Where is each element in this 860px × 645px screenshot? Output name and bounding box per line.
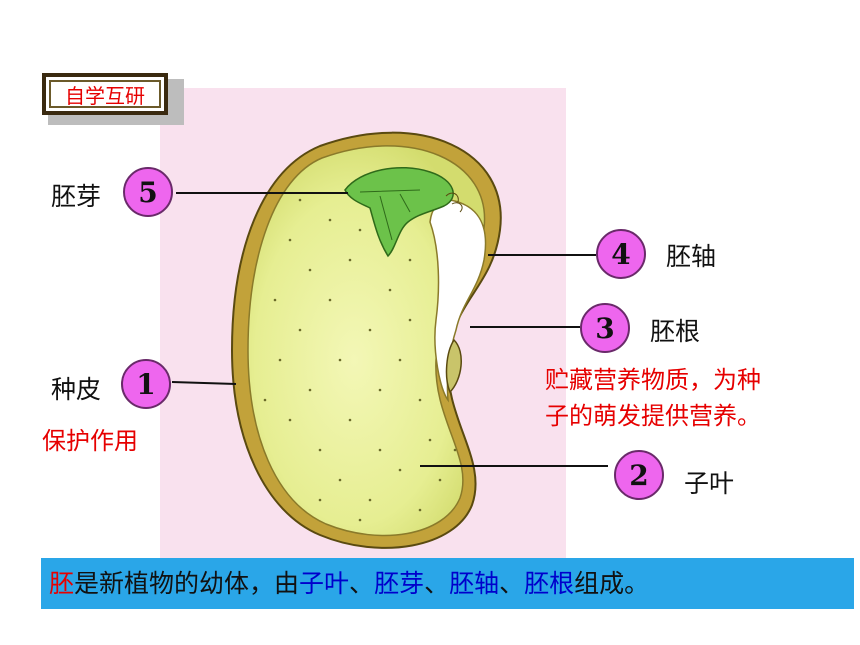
number-badge-2: 2 <box>614 450 664 500</box>
cotyledon-function-line1: 贮藏营养物质，为种 <box>545 366 761 394</box>
cotyledon <box>247 145 486 537</box>
summary-sep3: 、 <box>499 569 525 598</box>
radicle-label: 胚根 <box>650 317 701 346</box>
self-study-tag: 自学互研 <box>42 73 184 125</box>
seed-coat-label: 种皮 <box>51 375 102 404</box>
number-badge-1: 1 <box>121 359 171 409</box>
summary-text1: 是新植物的幼体，由 <box>74 569 300 598</box>
tag-frame: 自学互研 <box>42 73 168 115</box>
cotyledon-label: 子叶 <box>684 469 735 498</box>
hypocotyl-label: 胚轴 <box>666 242 717 271</box>
summary-bar: 胚是新植物的幼体，由子叶、胚芽、胚轴、胚根组成。 <box>41 558 854 609</box>
summary-sep1: 、 <box>349 569 375 598</box>
summary-embryo: 胚 <box>49 569 75 598</box>
seed-coat-function: 保护作用 <box>42 427 138 455</box>
tag-label: 自学互研 <box>49 80 161 108</box>
summary-plumule: 胚芽 <box>374 569 425 598</box>
cotyledon-function-line2: 子的萌发提供营养。 <box>545 402 761 430</box>
summary-text2: 组成。 <box>574 569 650 598</box>
plumule <box>344 166 454 258</box>
summary-sep2: 、 <box>424 569 450 598</box>
summary-cotyledon: 子叶 <box>299 569 350 598</box>
plumule-label: 胚芽 <box>51 182 102 211</box>
radicle-slit <box>445 338 462 394</box>
number-badge-5: 5 <box>123 167 173 217</box>
number-badge-3: 3 <box>580 303 630 353</box>
leader-line-1 <box>171 381 237 385</box>
summary-radicle: 胚根 <box>524 569 575 598</box>
number-badge-4: 4 <box>596 229 646 279</box>
summary-hypocotyl: 胚轴 <box>449 569 500 598</box>
embryo-axis <box>429 199 487 403</box>
